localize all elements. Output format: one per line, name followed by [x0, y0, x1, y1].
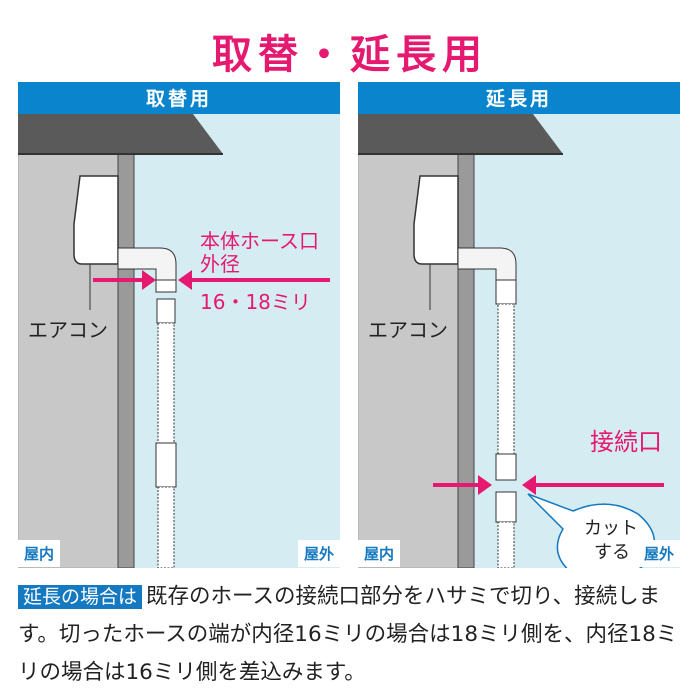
panel-extension: 延長用 エアコン 接続口 カット する 屋内 屋外	[358, 82, 680, 568]
aircon-label: エアコン	[28, 318, 108, 342]
bubble-text-cut: カット	[584, 518, 638, 539]
description: 延長の場合は既存のホースの接続口部分をハサミで切り、接続します。切ったホースの端…	[18, 578, 688, 692]
description-text: 既存のホースの接続口部分をハサミで切り、接続します。切ったホースの端が内径16ミ…	[18, 584, 678, 685]
panel-header-extension: 延長用	[358, 82, 680, 114]
outdoor-label: 屋外	[637, 540, 680, 567]
bubble-text-do: する	[594, 542, 630, 563]
replacement-diagram	[18, 114, 340, 568]
description-tag: 延長の場合は	[18, 585, 143, 609]
annotation-connection-port: 接続口	[590, 428, 662, 456]
outdoor-label: 屋外	[297, 540, 340, 567]
indoor-label: 屋内	[18, 540, 61, 567]
annotation-hose-port: 本体ホース口	[200, 229, 319, 253]
indoor-label: 屋内	[358, 540, 401, 567]
annotation-outer-diameter: 外径	[200, 252, 240, 276]
extension-diagram	[358, 114, 680, 568]
main-title: 取替・延長用	[212, 32, 488, 78]
panel-header-replacement: 取替用	[18, 82, 340, 114]
panel-replacement: 取替用 エアコン 本体ホース口 外径 16・18ミリ 屋内 屋外	[18, 82, 340, 568]
aircon-unit-icon	[73, 175, 119, 265]
annotation-size: 16・18ミリ	[200, 290, 311, 314]
aircon-label: エアコン	[368, 318, 448, 342]
aircon-unit-icon	[413, 175, 459, 265]
